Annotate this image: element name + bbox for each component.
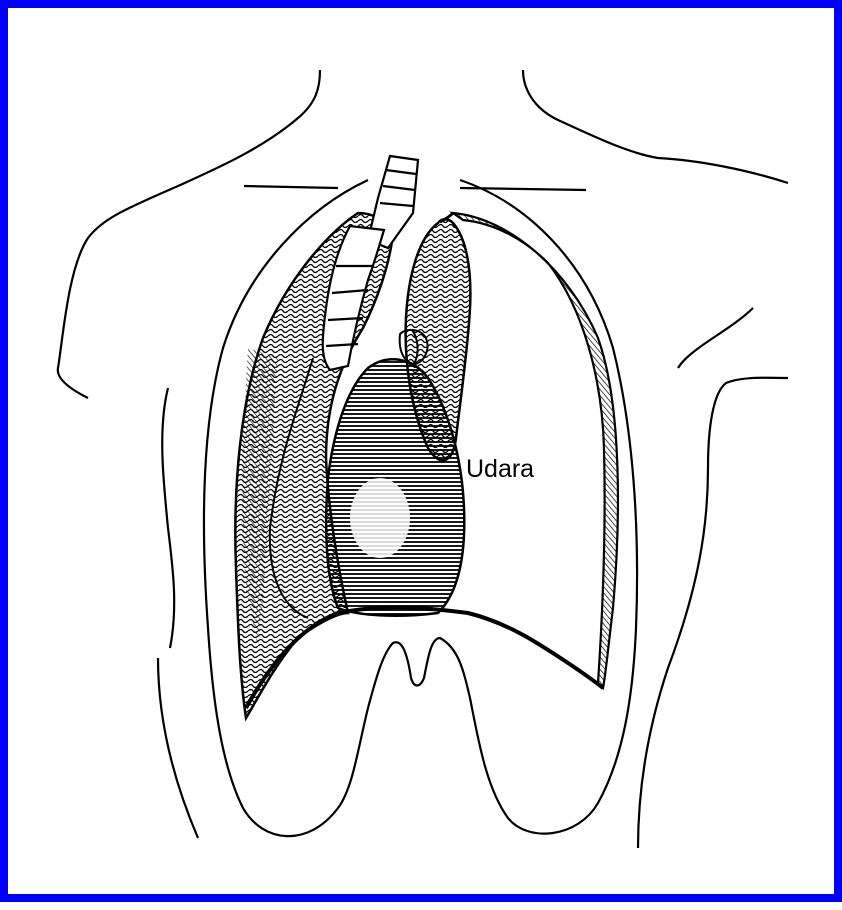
chest-illustration — [8, 8, 842, 910]
air-label: Udara — [466, 455, 534, 484]
